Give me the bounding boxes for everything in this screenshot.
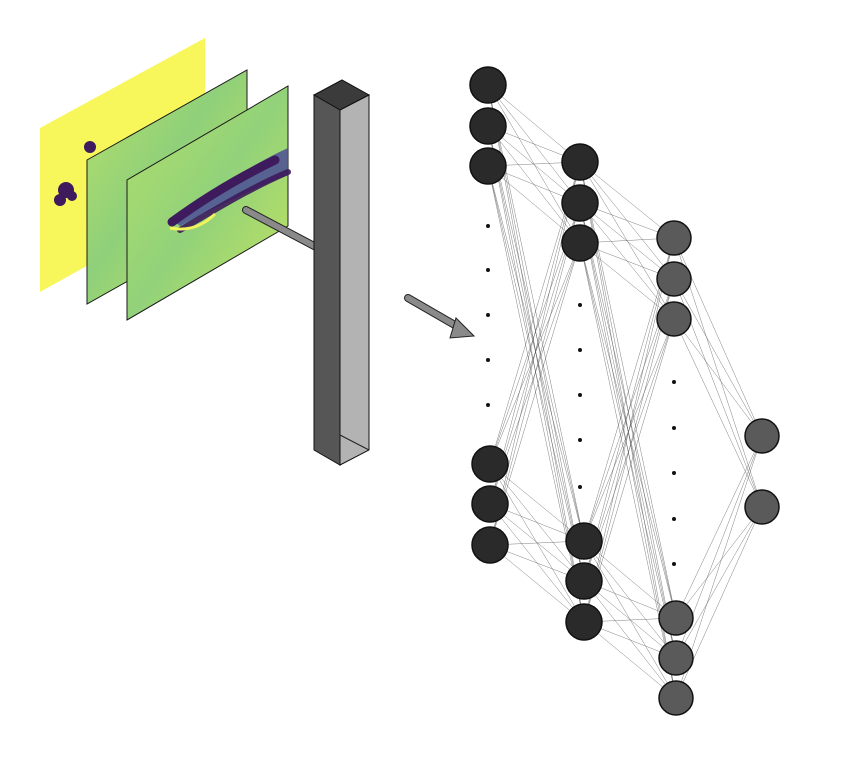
hidden-layer-2-node (656, 261, 692, 297)
connection-line (583, 237, 675, 542)
ellipsis-dot (578, 348, 582, 352)
hidden-layer-1-node (565, 603, 603, 641)
ellipsis-dot (578, 393, 582, 397)
field-map-3 (126, 85, 291, 321)
connection-line (487, 125, 585, 542)
connection-line (489, 503, 585, 582)
connection-line (583, 237, 675, 623)
connection-line (579, 242, 677, 659)
input-layer-node (469, 66, 507, 104)
hidden-layer-2-node (658, 680, 694, 716)
connection-line (489, 161, 581, 546)
connection-line (489, 463, 585, 542)
input-layer-node (469, 147, 507, 185)
connection-line (489, 544, 585, 623)
connection-line (579, 242, 677, 619)
input-layer-node (471, 526, 509, 564)
connection-line (579, 161, 675, 239)
ellipsis-dot (672, 562, 676, 566)
hidden-layer-1-node (565, 562, 603, 600)
input-field-maps (40, 38, 291, 321)
hidden-layer-1-node (565, 522, 603, 560)
hidden-layer-2-node (658, 600, 694, 636)
ellipsis-dot (486, 403, 490, 407)
network-connections (487, 84, 763, 699)
ellipsis-dot (672, 426, 676, 430)
hidden-layer-2-node (658, 640, 694, 676)
connection-line (487, 165, 585, 582)
ellipsis-dot (672, 471, 676, 475)
connection-line (583, 237, 675, 582)
ellipsis-dot (578, 303, 582, 307)
connection-line (583, 540, 677, 619)
input-layer-node (469, 107, 507, 145)
ellipsis-dot (578, 438, 582, 442)
connection-line (583, 278, 675, 623)
connection-line (673, 278, 763, 437)
hidden-layer-1-node (561, 184, 599, 222)
connection-line (675, 506, 763, 619)
ellipsis-dots (486, 224, 676, 566)
connection-line (673, 318, 763, 508)
connection-line (489, 202, 581, 546)
network-nodes (469, 66, 780, 716)
ellipsis-dot (486, 268, 490, 272)
connection-line (489, 161, 581, 505)
dark-blob-1 (54, 141, 96, 206)
connection-line (583, 580, 677, 699)
arrow-vector-to-network (404, 294, 476, 339)
connection-line (675, 506, 763, 659)
connection-line (487, 125, 581, 204)
connection-line (673, 318, 763, 437)
hidden-layer-1-node (561, 224, 599, 262)
connection-line (583, 621, 677, 699)
flattened-vector (312, 79, 371, 466)
connection-line (579, 242, 675, 320)
connection-line (579, 202, 675, 280)
ellipsis-dot (672, 517, 676, 521)
connection-line (487, 165, 585, 542)
ellipsis-dot (486, 358, 490, 362)
input-layer-node (471, 445, 509, 483)
connection-line (487, 84, 581, 163)
connection-line (579, 202, 677, 619)
ellipsis-dot (486, 224, 490, 228)
hidden-layer-1-node (561, 143, 599, 181)
connection-line (675, 435, 763, 619)
output-layer-node (744, 418, 780, 454)
output-layer-node (744, 489, 780, 525)
ellipsis-dot (578, 485, 582, 489)
input-layer-node (471, 485, 509, 523)
ellipsis-dot (672, 380, 676, 384)
connection-line (583, 580, 677, 659)
hidden-layer-2-node (656, 301, 692, 337)
connection-line (487, 165, 581, 244)
hidden-layer-2-node (656, 220, 692, 256)
ellipsis-dot (486, 313, 490, 317)
